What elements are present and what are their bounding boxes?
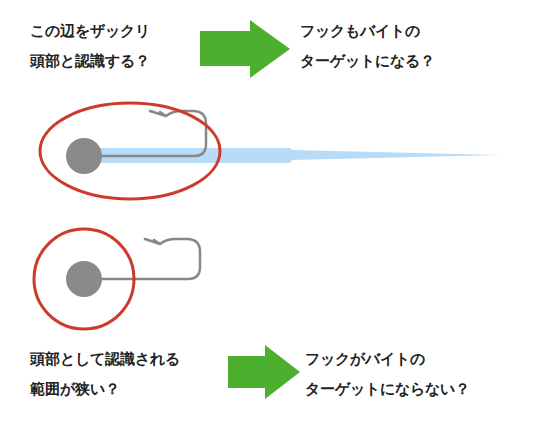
green-arrow <box>228 345 300 399</box>
jig-head <box>66 138 102 174</box>
caption-text: フックもバイトの ターゲットになる？ <box>300 16 435 76</box>
caption-text: この辺をザックリ 頭部と認識する？ <box>30 16 150 76</box>
hook <box>100 111 206 156</box>
jig-head <box>66 261 102 297</box>
recognition-range <box>40 103 220 199</box>
recognition-range <box>34 229 134 329</box>
green-arrow <box>200 20 290 78</box>
caption-text: フックがバイトの ターゲットにならない？ <box>305 344 470 404</box>
caption-text: 頭部として認識される 範囲が狭い？ <box>30 344 180 404</box>
hook <box>100 239 200 279</box>
